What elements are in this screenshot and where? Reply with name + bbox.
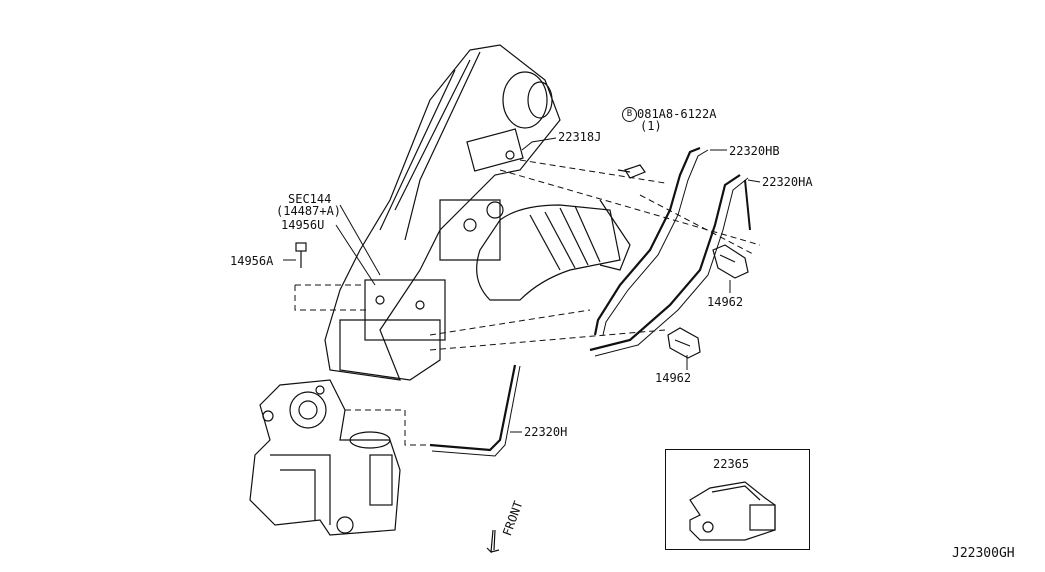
label-14956a: 14956A bbox=[230, 254, 274, 268]
label-leaders bbox=[283, 137, 761, 433]
sensor-22365 bbox=[689, 481, 776, 541]
label-14956u: 14956U bbox=[281, 218, 325, 232]
vacuum-hoses bbox=[429, 146, 751, 457]
diagram-code: J22300GH bbox=[952, 546, 1015, 561]
label-22365: 22365 bbox=[713, 457, 750, 471]
label-22320ha: 22320HA bbox=[762, 175, 813, 189]
label-14962-top: 14962 bbox=[707, 295, 744, 309]
small-bolt bbox=[295, 242, 307, 268]
engine-assembly bbox=[324, 44, 631, 381]
hose-clips bbox=[667, 244, 749, 359]
bolt bbox=[617, 164, 646, 179]
label-22320hb: 22320HB bbox=[729, 144, 780, 158]
front-arrow-icon bbox=[486, 529, 500, 554]
bolt-circle-marker: B bbox=[622, 107, 637, 122]
label-sec144: SEC144 bbox=[288, 192, 332, 206]
label-22320h: 22320H bbox=[524, 425, 568, 439]
label-14962-bottom: 14962 bbox=[655, 371, 692, 385]
label-22318j: 22318J bbox=[558, 130, 602, 144]
label-bolt-part: 081A8-6122A bbox=[637, 107, 717, 121]
dashed-leaders bbox=[294, 159, 761, 446]
turbocharger bbox=[249, 379, 401, 536]
label-14487a: (14487+A) bbox=[276, 204, 342, 218]
sensor-callout-box bbox=[665, 449, 810, 550]
label-bolt-qty: (1) bbox=[640, 119, 662, 133]
